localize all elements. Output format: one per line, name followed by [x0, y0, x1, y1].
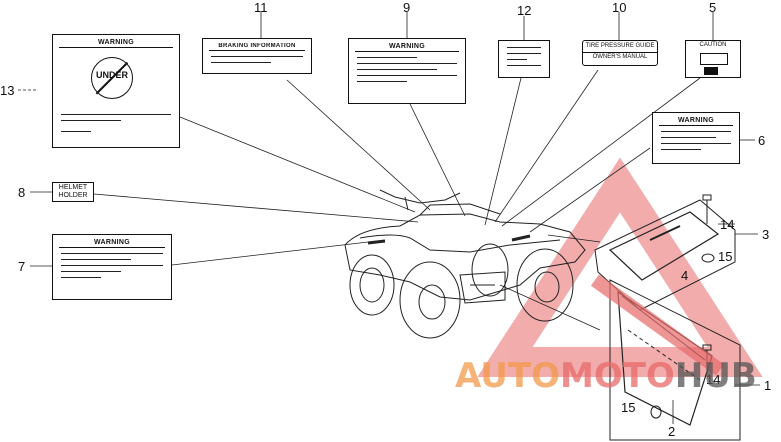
- watermark-stroke: [590, 274, 725, 376]
- label-10-tire-pressure: TIRE PRESSURE GUIDE OWNER'S MANUAL: [582, 40, 658, 66]
- label-8-helmet-holder: HELMET HOLDER: [52, 182, 94, 202]
- label-13-warning: WARNING UNDER: [52, 34, 180, 148]
- callout-14-upper: 14: [720, 217, 735, 232]
- callout-13: 13: [0, 83, 15, 98]
- callout-11: 11: [254, 0, 268, 15]
- no-entry-circle-icon: UNDER: [91, 57, 133, 99]
- label-line-1: TIRE PRESSURE GUIDE: [585, 43, 655, 49]
- watermark-moto: MOTO: [559, 356, 675, 396]
- callout-14-lower: 14: [706, 372, 721, 387]
- label-6-warning: WARNING: [652, 112, 740, 164]
- caution-block-icon: [704, 67, 718, 75]
- label-11-braking-information: BRAKING INFORMATION: [202, 38, 312, 74]
- callout-1: 1: [764, 378, 772, 393]
- label-title: WARNING: [355, 43, 459, 52]
- callout-8: 8: [18, 185, 26, 200]
- leader-lines: [18, 12, 760, 424]
- callout-15-lower: 15: [621, 400, 636, 415]
- callout-6: 6: [758, 133, 766, 148]
- label-line-2: HOLDER: [58, 192, 88, 199]
- callout-10: 10: [612, 0, 627, 15]
- label-5-caution: CAUTION: [685, 40, 741, 78]
- label-9-warning: WARNING: [348, 38, 466, 104]
- atv-sketch: [344, 189, 586, 339]
- label-title: WARNING: [59, 39, 173, 48]
- callout-3: 3: [762, 227, 770, 242]
- callout-15-upper: 15: [718, 249, 733, 264]
- caution-pictogram-icon: [700, 53, 728, 65]
- plate-upper: [594, 194, 736, 311]
- watermark-hub: HUB: [674, 356, 757, 396]
- watermark-text: AUTOMOTOHUB: [455, 356, 757, 396]
- label-line-1: HELMET: [58, 184, 88, 191]
- watermark-auto: AUTO: [455, 356, 560, 396]
- callout-2: 2: [668, 424, 676, 439]
- label-title: WARNING: [659, 117, 733, 126]
- callout-4: 4: [681, 268, 689, 283]
- label-title: WARNING: [59, 239, 165, 248]
- callout-7: 7: [18, 259, 26, 274]
- watermark-triangle: [477, 157, 763, 377]
- callout-12: 12: [517, 3, 532, 18]
- label-12: [498, 40, 550, 78]
- label-7-warning: WARNING: [52, 234, 172, 300]
- label-title: BRAKING INFORMATION: [209, 43, 305, 51]
- label-title: CAUTION: [699, 42, 727, 48]
- callout-5: 5: [709, 0, 717, 15]
- label-line-2: OWNER'S MANUAL: [583, 52, 657, 60]
- callout-9: 9: [403, 0, 411, 15]
